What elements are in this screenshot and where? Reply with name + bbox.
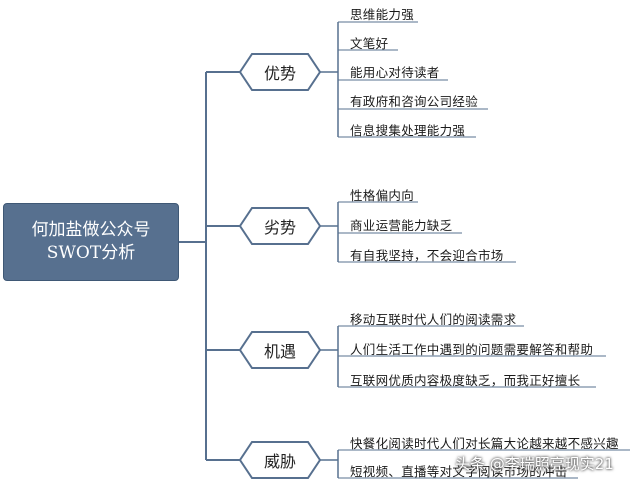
branch-shape-threats: [238, 441, 322, 479]
leaf-opportunity-2: 人们生活工作中遇到的问题需要解答和帮助: [350, 342, 594, 357]
leaf-threat-2: 短视频、直播等对文字阅读市场的冲击: [350, 464, 568, 479]
leaf-weakness-2: 商业运营能力缺乏: [350, 218, 453, 233]
root-node: 何加盐做公众号 SWOT分析: [3, 203, 179, 281]
root-title-line2: SWOT分析: [46, 243, 136, 263]
leaf-strength-5: 信息搜集处理能力强: [350, 123, 466, 138]
leaf-opportunity-1: 移动互联时代人们的阅读需求: [350, 312, 517, 327]
branch-strengths: 优势: [263, 64, 296, 83]
branch-opportunities: 机遇: [263, 342, 296, 361]
branch-shape-strengths: [238, 53, 322, 91]
leaf-strength-2: 文笔好: [350, 36, 389, 51]
branch-shape-opportunities: [238, 331, 322, 369]
leaf-strength-1: 思维能力强: [350, 7, 415, 22]
leaf-strength-3: 能用心对待读者: [350, 65, 440, 80]
root-title-line1: 何加盐做公众号: [31, 220, 151, 240]
branch-shape-weaknesses: [238, 207, 322, 245]
branch-threats: 威胁: [263, 452, 296, 471]
leaf-weakness-3: 有自我坚持，不会迎合市场: [350, 248, 504, 263]
watermark: 头条 @李瑞照亮现实21: [455, 455, 614, 473]
leaf-threat-1: 快餐化阅读时代人们对长篇大论越来越不感兴趣: [350, 436, 619, 451]
branch-weaknesses: 劣势: [263, 218, 296, 237]
leaf-strength-4: 有政府和咨询公司经验: [350, 94, 479, 109]
leaf-weakness-1: 性格偏内向: [350, 188, 415, 203]
leaf-opportunity-3: 互联网优质内容极度缺乏，而我正好擅长: [350, 373, 581, 388]
